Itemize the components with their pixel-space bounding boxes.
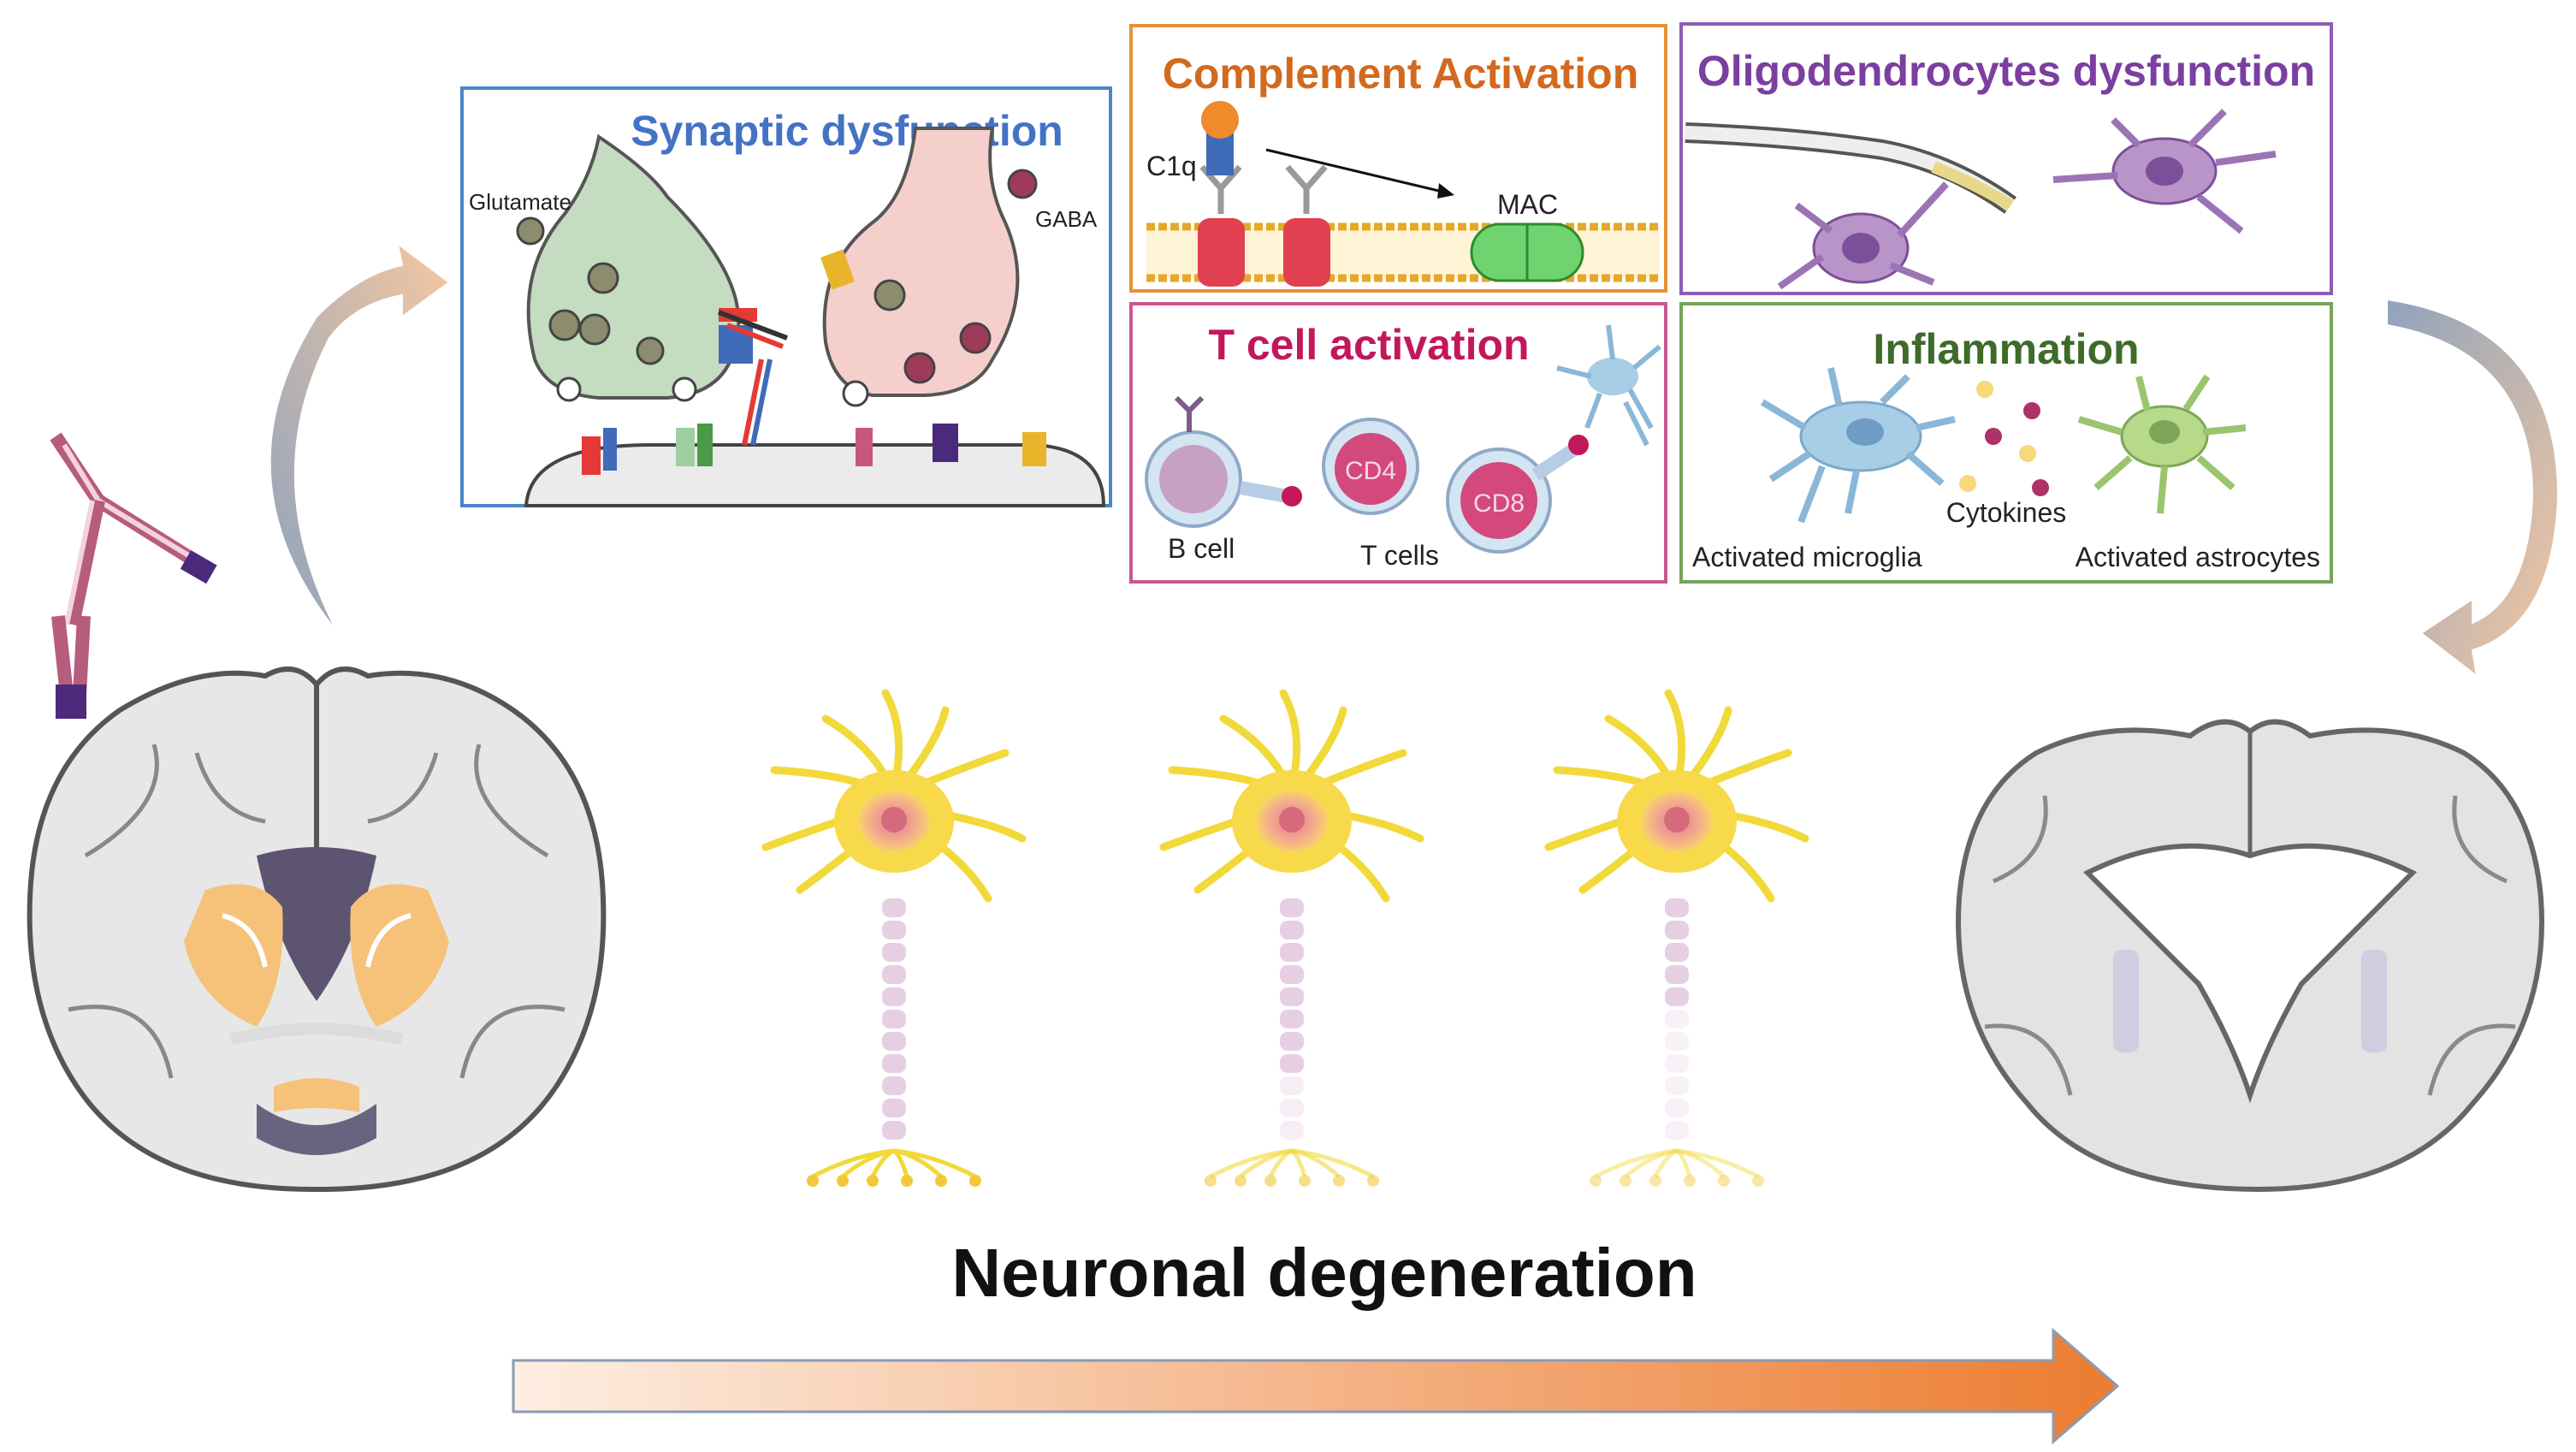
postsynaptic-membrane xyxy=(524,443,1106,507)
tcell-panel: T cell activation CD4 CD8 B cell T cells xyxy=(1129,302,1667,584)
complement-cascade-arrow xyxy=(1265,148,1447,194)
glutamate-vesicles xyxy=(548,262,697,402)
b-cell-label: B cell xyxy=(1168,533,1235,564)
cd8-label: CD8 xyxy=(1473,489,1525,518)
glutamate-label: Glutamate xyxy=(469,189,571,215)
membrane-protein-1 xyxy=(1198,218,1245,287)
synaptic-receptors xyxy=(582,249,1046,475)
activated-microglia-icon xyxy=(1760,367,1956,524)
atrophic-brain-section-icon xyxy=(1956,719,2544,1193)
cytokine-particles xyxy=(1959,381,2049,496)
oligodendrocyte-cell-2 xyxy=(2052,109,2277,234)
oligodendrocyte-cell-1 xyxy=(1777,181,1949,290)
synaptic-panel: Synaptic dysfunction Glutamate GABA xyxy=(460,86,1112,507)
complement-panel-title: Complement Activation xyxy=(1163,50,1639,98)
neuronal-degeneration-title: Neuronal degeneration xyxy=(951,1235,1697,1311)
synaptic-antibodies xyxy=(717,310,789,446)
cd4-t-cell-icon xyxy=(1322,418,1419,515)
synaptic-panel-title: Synaptic dysfunction xyxy=(631,107,1063,155)
complement-antibody-2 xyxy=(1285,164,1328,214)
microglia-label: Activated microglia xyxy=(1692,542,1922,572)
oligodendrocytes-panel: Oligodendrocytes dysfunction xyxy=(1679,22,2333,295)
inflammation-panel: Inflammation Cytokines Activated microgl… xyxy=(1679,302,2333,584)
neurons-group xyxy=(761,689,1809,1187)
healthy-brain-section-icon xyxy=(27,667,607,1192)
antibody-icon xyxy=(50,432,217,719)
curved-arrow-right xyxy=(2386,298,2560,679)
membrane-protein-2 xyxy=(1283,218,1330,287)
cytokines-label: Cytokines xyxy=(1946,497,2067,528)
gaba-vesicles xyxy=(842,169,1038,407)
oligodendrocytes-panel-title: Oligodendrocytes dysfunction xyxy=(1697,47,2315,95)
target-glial-cell-icon xyxy=(1556,324,1661,447)
b-cell-icon xyxy=(1145,395,1242,528)
tcell-panel-title: T cell activation xyxy=(1208,321,1529,369)
gaba-label: GABA xyxy=(1035,206,1098,232)
inflammation-panel-border xyxy=(1679,302,2333,584)
cd4-label: CD4 xyxy=(1345,457,1396,485)
cd8-t-cell-icon xyxy=(1446,447,1552,554)
inflammation-panel-title: Inflammation xyxy=(1873,325,2139,373)
complement-panel: Complement Activation C1q MAC xyxy=(1129,24,1667,293)
neuron-icon xyxy=(761,689,1027,1187)
antigen-t-target xyxy=(1568,435,1589,455)
enlarged-ventricle xyxy=(2082,843,2418,1104)
t-cells-label: T cells xyxy=(1360,540,1439,571)
activated-astrocyte-icon xyxy=(2077,374,2247,514)
neuron-icon xyxy=(1544,689,1809,1187)
astrocytes-label: Activated astrocytes xyxy=(2076,542,2320,572)
curved-arrow-left xyxy=(269,241,451,634)
mac-label: MAC xyxy=(1497,189,1558,220)
glutamate-vesicle-icon xyxy=(516,216,545,246)
c1q-label: C1q xyxy=(1146,151,1197,181)
antigen-b-t xyxy=(1282,486,1302,507)
progression-arrow xyxy=(512,1327,2120,1445)
neuron-icon xyxy=(1159,689,1424,1187)
